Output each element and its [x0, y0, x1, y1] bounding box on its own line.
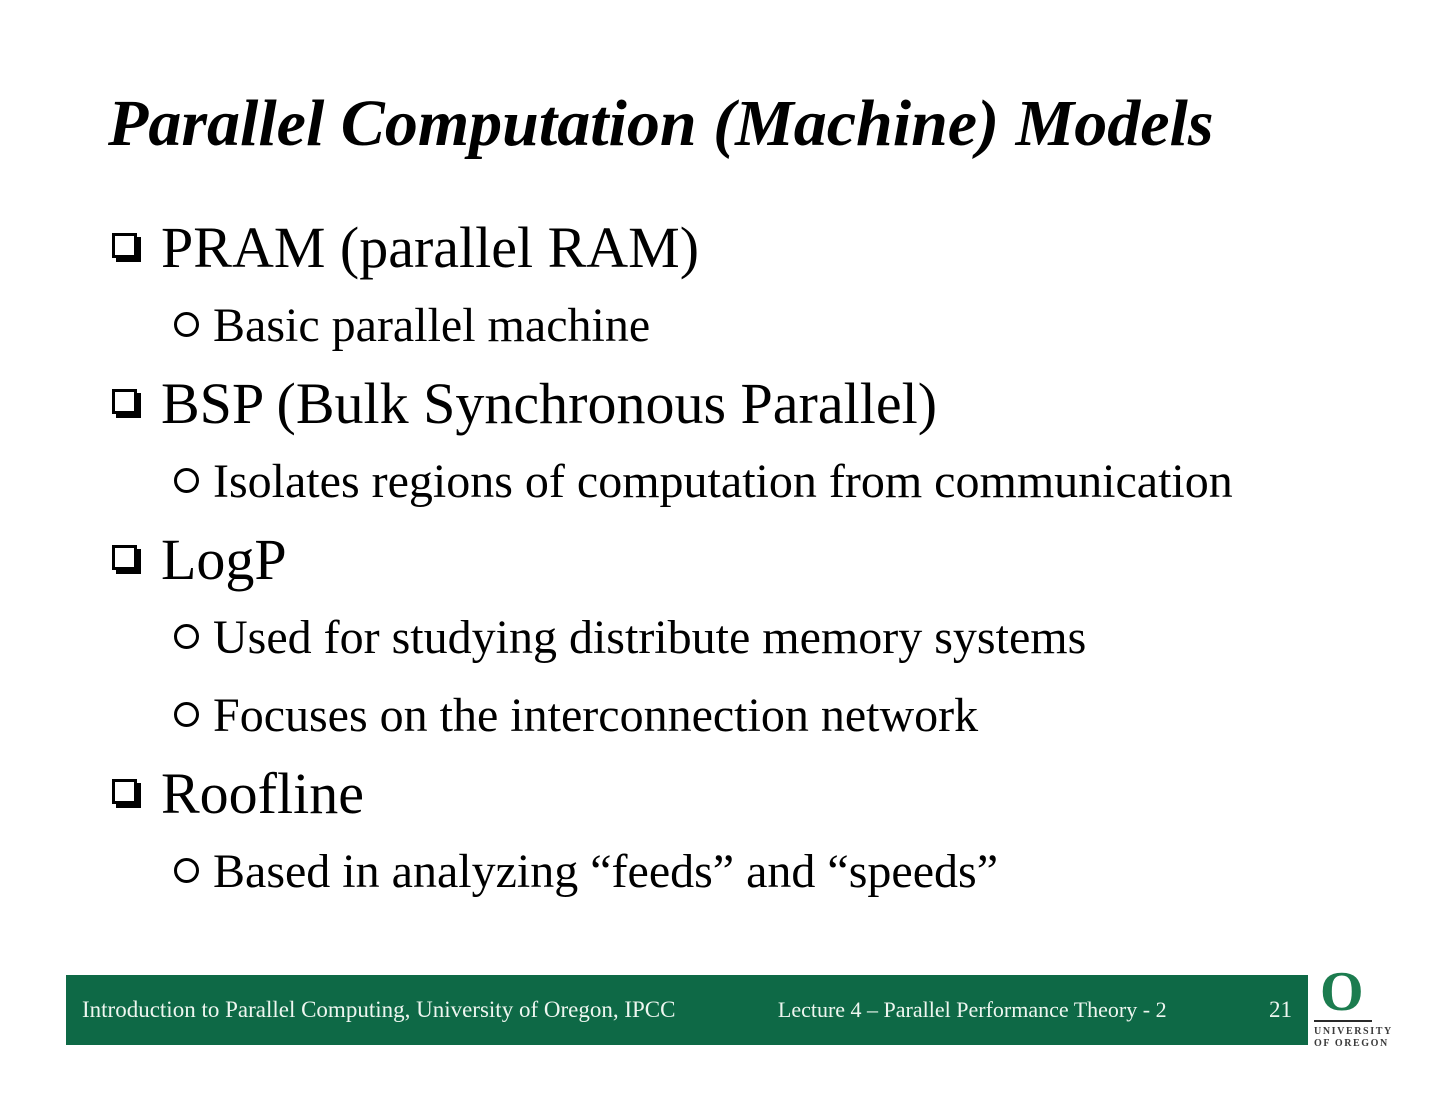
logo-text-line1: UNIVERSITY: [1314, 1025, 1393, 1037]
footer-course-text: Introduction to Parallel Computing, Univ…: [82, 997, 676, 1022]
bullet-text: Roofline: [161, 760, 364, 826]
bullet-item: PRAM (parallel RAM): [110, 208, 1400, 286]
logo-divider: [1314, 1019, 1372, 1022]
bullet-text: Focuses on the interconnection network: [213, 688, 979, 742]
sub-bullet-item: Used for studying distribute memory syst…: [110, 598, 1400, 676]
bullet-text: PRAM (parallel RAM): [161, 214, 700, 280]
slide-title: Parallel Computation (Machine) Models: [108, 87, 1214, 160]
oregon-o-icon: O: [1320, 961, 1364, 1023]
bullet-list: PRAM (parallel RAM) Basic parallel machi…: [110, 208, 1400, 910]
footer-lecture-text: Lecture 4 – Parallel Performance Theory …: [777, 997, 1167, 1022]
bullet-text: Isolates regions of computation from com…: [213, 454, 1233, 508]
page-number: 21: [1269, 997, 1292, 1022]
sub-bullet-item: Focuses on the interconnection network: [110, 676, 1400, 754]
square-bullet-icon: [112, 544, 137, 570]
square-bullet-icon: [112, 388, 137, 414]
circle-bullet-icon: [174, 857, 199, 883]
sub-bullet-item: Basic parallel machine: [110, 286, 1400, 364]
sub-bullet-item: Based in analyzing “feeds” and “speeds”: [110, 832, 1400, 910]
bullet-text: Used for studying distribute memory syst…: [213, 610, 1087, 664]
bullet-item: BSP (Bulk Synchronous Parallel): [110, 364, 1400, 442]
bullet-item: LogP: [110, 520, 1400, 598]
footer-bar: Introduction to Parallel Computing, Univ…: [66, 975, 1308, 1045]
square-bullet-icon: [112, 778, 137, 804]
circle-bullet-icon: [174, 311, 199, 337]
circle-bullet-icon: [174, 623, 199, 649]
circle-bullet-icon: [174, 467, 199, 493]
logo-text-line2: OF OREGON: [1314, 1038, 1389, 1050]
bullet-text: Based in analyzing “feeds” and “speeds”: [213, 844, 998, 898]
university-of-oregon-logo: O UNIVERSITY OF OREGON: [1314, 961, 1393, 1051]
sub-bullet-item: Isolates regions of computation from com…: [110, 442, 1400, 520]
bullet-text: Basic parallel machine: [213, 298, 651, 352]
square-bullet-icon: [112, 232, 137, 258]
bullet-text: LogP: [161, 526, 287, 592]
bullet-item: Roofline: [110, 754, 1400, 832]
bullet-text: BSP (Bulk Synchronous Parallel): [161, 370, 938, 436]
circle-bullet-icon: [174, 701, 199, 727]
